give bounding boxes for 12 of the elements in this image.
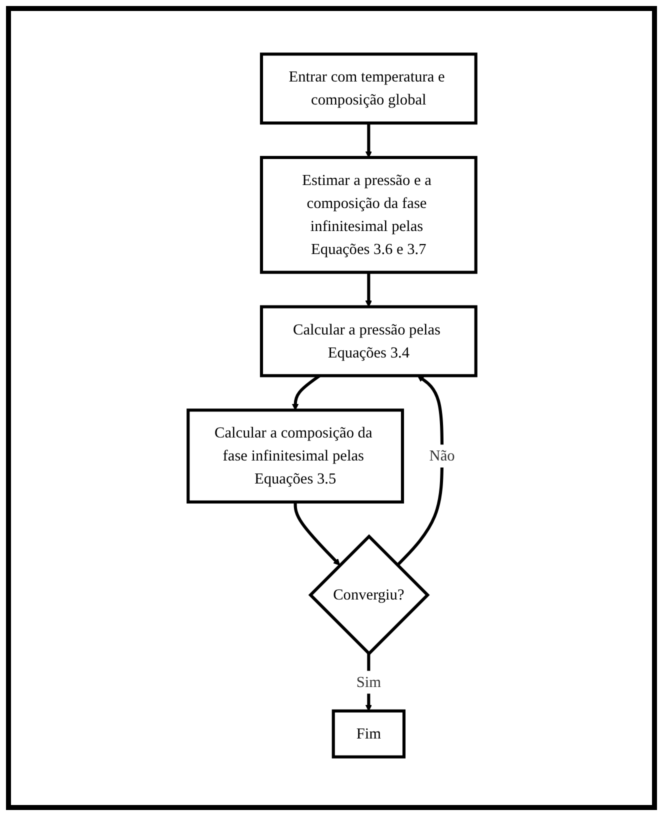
edge-label: Sim [356,674,381,691]
node-box: Calcular a pressão pelas Equações 3.4 [259,305,477,378]
arrow [364,123,372,158]
edge-label: Não [428,448,454,464]
node-box: Calcular a composição da fase infinitesimal pelas Equações 3.5 [186,408,404,504]
arrow [293,502,340,566]
arrow [396,375,444,566]
node-diamond: Convergiu? [308,534,430,656]
node-box: Estimar a pressão e a composição da fase infinitesimal pelas Equações 3.6 e 3.7 [259,156,477,274]
node-box: Fim [331,709,406,758]
arrow [364,272,372,308]
node-box: Entrar com temperatura e composição global [259,52,477,125]
